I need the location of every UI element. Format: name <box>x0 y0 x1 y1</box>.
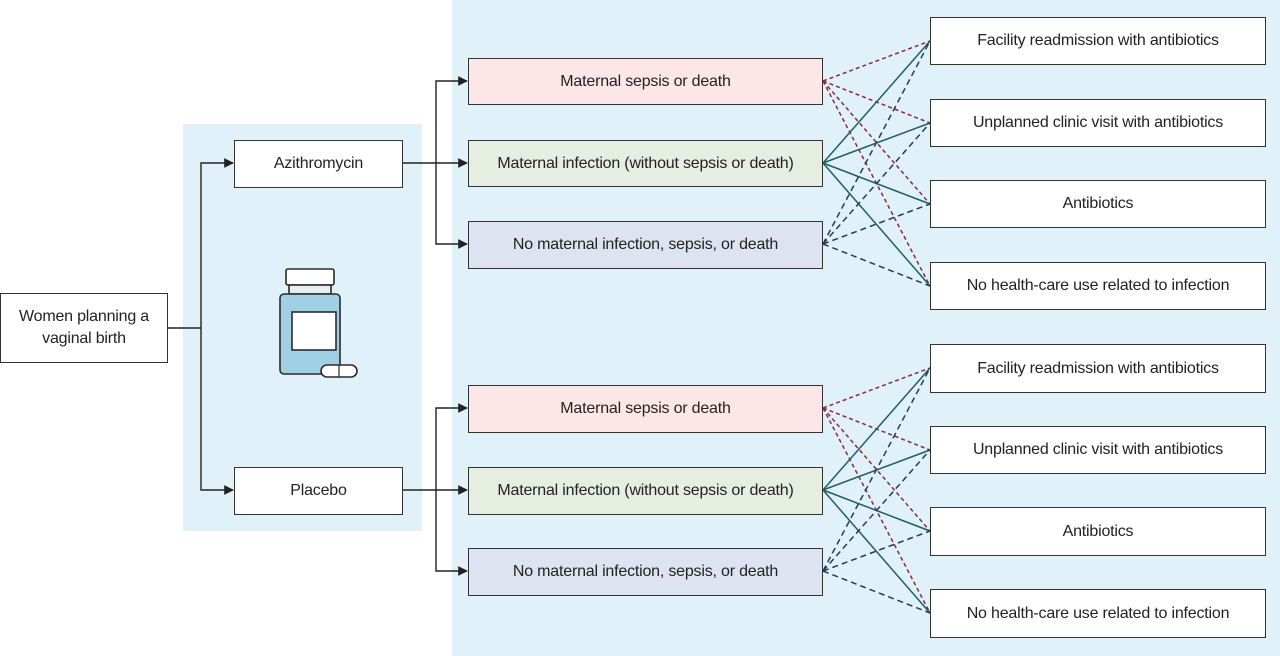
healthcare-box-none-azithromycin: No health-care use related to infection <box>930 262 1266 310</box>
azithromycin-label: Azithromycin <box>273 155 364 172</box>
outcome-links-placebo <box>822 367 931 614</box>
healthcare-label: Facility readmission with antibiotics <box>977 359 1219 377</box>
healthcare-label: Facility readmission with antibiotics <box>977 32 1219 49</box>
pill-icon <box>320 364 358 378</box>
healthcare-label: No health-care use related to infection <box>966 604 1230 622</box>
start-to-azithromycin-arrow <box>200 158 234 328</box>
outcome-box-sepsis-azithromycin: Maternal sepsis or death <box>468 58 823 105</box>
link-none-to-healthcare-1 <box>822 367 931 572</box>
link-sepsis-to-healthcare-1 <box>822 367 931 409</box>
healthcare-box-none-placebo: No health-care use related to infection <box>930 589 1266 638</box>
azithromycin-to-sepsis-arrow <box>435 76 468 163</box>
outcome-box-sepsis-placebo: Maternal sepsis or death <box>468 385 823 433</box>
link-sepsis-to-healthcare-3 <box>822 407 931 532</box>
link-none-to-healthcare-1 <box>822 40 931 245</box>
healthcare-label: Antibiotics <box>1062 195 1134 212</box>
outcome-label: No maternal infection, sepsis, or death <box>512 236 779 253</box>
link-infection-to-healthcare-4 <box>822 162 931 287</box>
link-none-to-healthcare-2 <box>822 449 931 572</box>
outcome-label: Maternal infection (without sepsis or de… <box>497 154 794 172</box>
healthcare-box-readmission-placebo: Facility readmission with antibiotics <box>930 344 1266 393</box>
healthcare-box-clinic-azithromycin: Unplanned clinic visit with antibiotics <box>930 99 1266 147</box>
link-sepsis-to-healthcare-1 <box>822 40 931 82</box>
outcome-label: Maternal infection (without sepsis or de… <box>497 482 794 499</box>
healthcare-label: Antibiotics <box>1062 522 1134 540</box>
link-none-to-healthcare-3 <box>822 530 931 572</box>
start-box: Women planning a vaginal birth <box>0 293 168 363</box>
placebo-to-sepsis-arrow <box>435 403 468 490</box>
outcome-label: Maternal sepsis or death <box>560 72 731 90</box>
azithromycin-arm-box: Azithromycin <box>234 140 403 188</box>
placebo-to-none-arrow <box>435 490 468 576</box>
healthcare-label: No health-care use related to infection <box>966 277 1230 294</box>
start-label: Women planning a vaginal birth <box>19 308 149 347</box>
healthcare-box-antibiotics-azithromycin: Antibiotics <box>930 180 1266 228</box>
link-infection-to-healthcare-1 <box>822 367 931 491</box>
link-none-to-healthcare-2 <box>822 122 931 245</box>
start-to-placebo-arrow <box>200 328 234 495</box>
placebo-label: Placebo <box>290 482 347 499</box>
healthcare-box-clinic-placebo: Unplanned clinic visit with antibiotics <box>930 426 1266 474</box>
medicine-bottle-icon <box>279 268 358 378</box>
healthcare-box-readmission-azithromycin: Facility readmission with antibiotics <box>930 17 1266 65</box>
healthcare-label: Unplanned clinic visit with antibiotics <box>972 441 1224 458</box>
link-none-to-healthcare-4 <box>822 570 931 614</box>
link-infection-to-healthcare-4 <box>822 489 931 614</box>
placebo-arm-box: Placebo <box>234 467 403 515</box>
outcome-label: Maternal sepsis or death <box>560 400 731 417</box>
outcome-box-none-placebo: No maternal infection, sepsis, or death <box>468 548 823 596</box>
outcome-box-infection-placebo: Maternal infection (without sepsis or de… <box>468 467 823 515</box>
azithromycin-to-none-arrow <box>435 163 468 249</box>
outcome-box-none-azithromycin: No maternal infection, sepsis, or death <box>468 221 823 269</box>
link-none-to-healthcare-4 <box>822 243 931 287</box>
link-infection-to-healthcare-1 <box>822 40 931 164</box>
healthcare-label: Unplanned clinic visit with antibiotics <box>972 114 1224 131</box>
healthcare-box-antibiotics-placebo: Antibiotics <box>930 507 1266 556</box>
link-none-to-healthcare-3 <box>822 203 931 245</box>
outcome-label: No maternal infection, sepsis, or death <box>512 563 779 580</box>
link-sepsis-to-healthcare-3 <box>822 80 931 205</box>
outcome-links-azithromycin <box>822 40 931 287</box>
outcome-box-infection-azithromycin: Maternal infection (without sepsis or de… <box>468 140 823 187</box>
